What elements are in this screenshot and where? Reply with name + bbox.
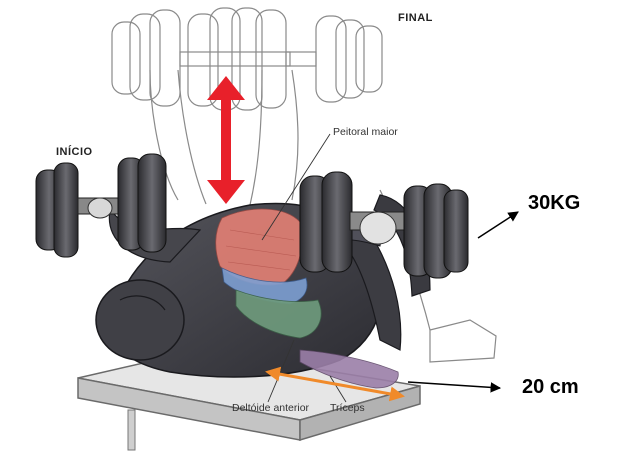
final-label: FINAL [398, 12, 433, 24]
ghost-dumbbell-right-icon [255, 9, 383, 109]
triceps-label: Tríceps [330, 402, 365, 414]
motion-double-arrow-icon [207, 76, 245, 204]
distance-value: 20 cm [522, 376, 579, 398]
ghost-dumbbell-icon [111, 7, 291, 111]
weight-value: 30KG [528, 192, 581, 214]
distance-pointer-arrow [407, 381, 502, 393]
muscle-deltoid [221, 267, 322, 339]
final-position-ghost [111, 7, 497, 363]
pectoral-label: Peitoral maior [333, 126, 398, 138]
deltoid-label: Deltóide anterior [232, 402, 310, 414]
weight-pointer-arrow [477, 211, 519, 239]
distance-arrow [265, 366, 405, 402]
working-dumbbell-icon [299, 171, 469, 279]
start-label: INÍCIO [56, 146, 93, 158]
start-dumbbell-icon [35, 153, 167, 258]
